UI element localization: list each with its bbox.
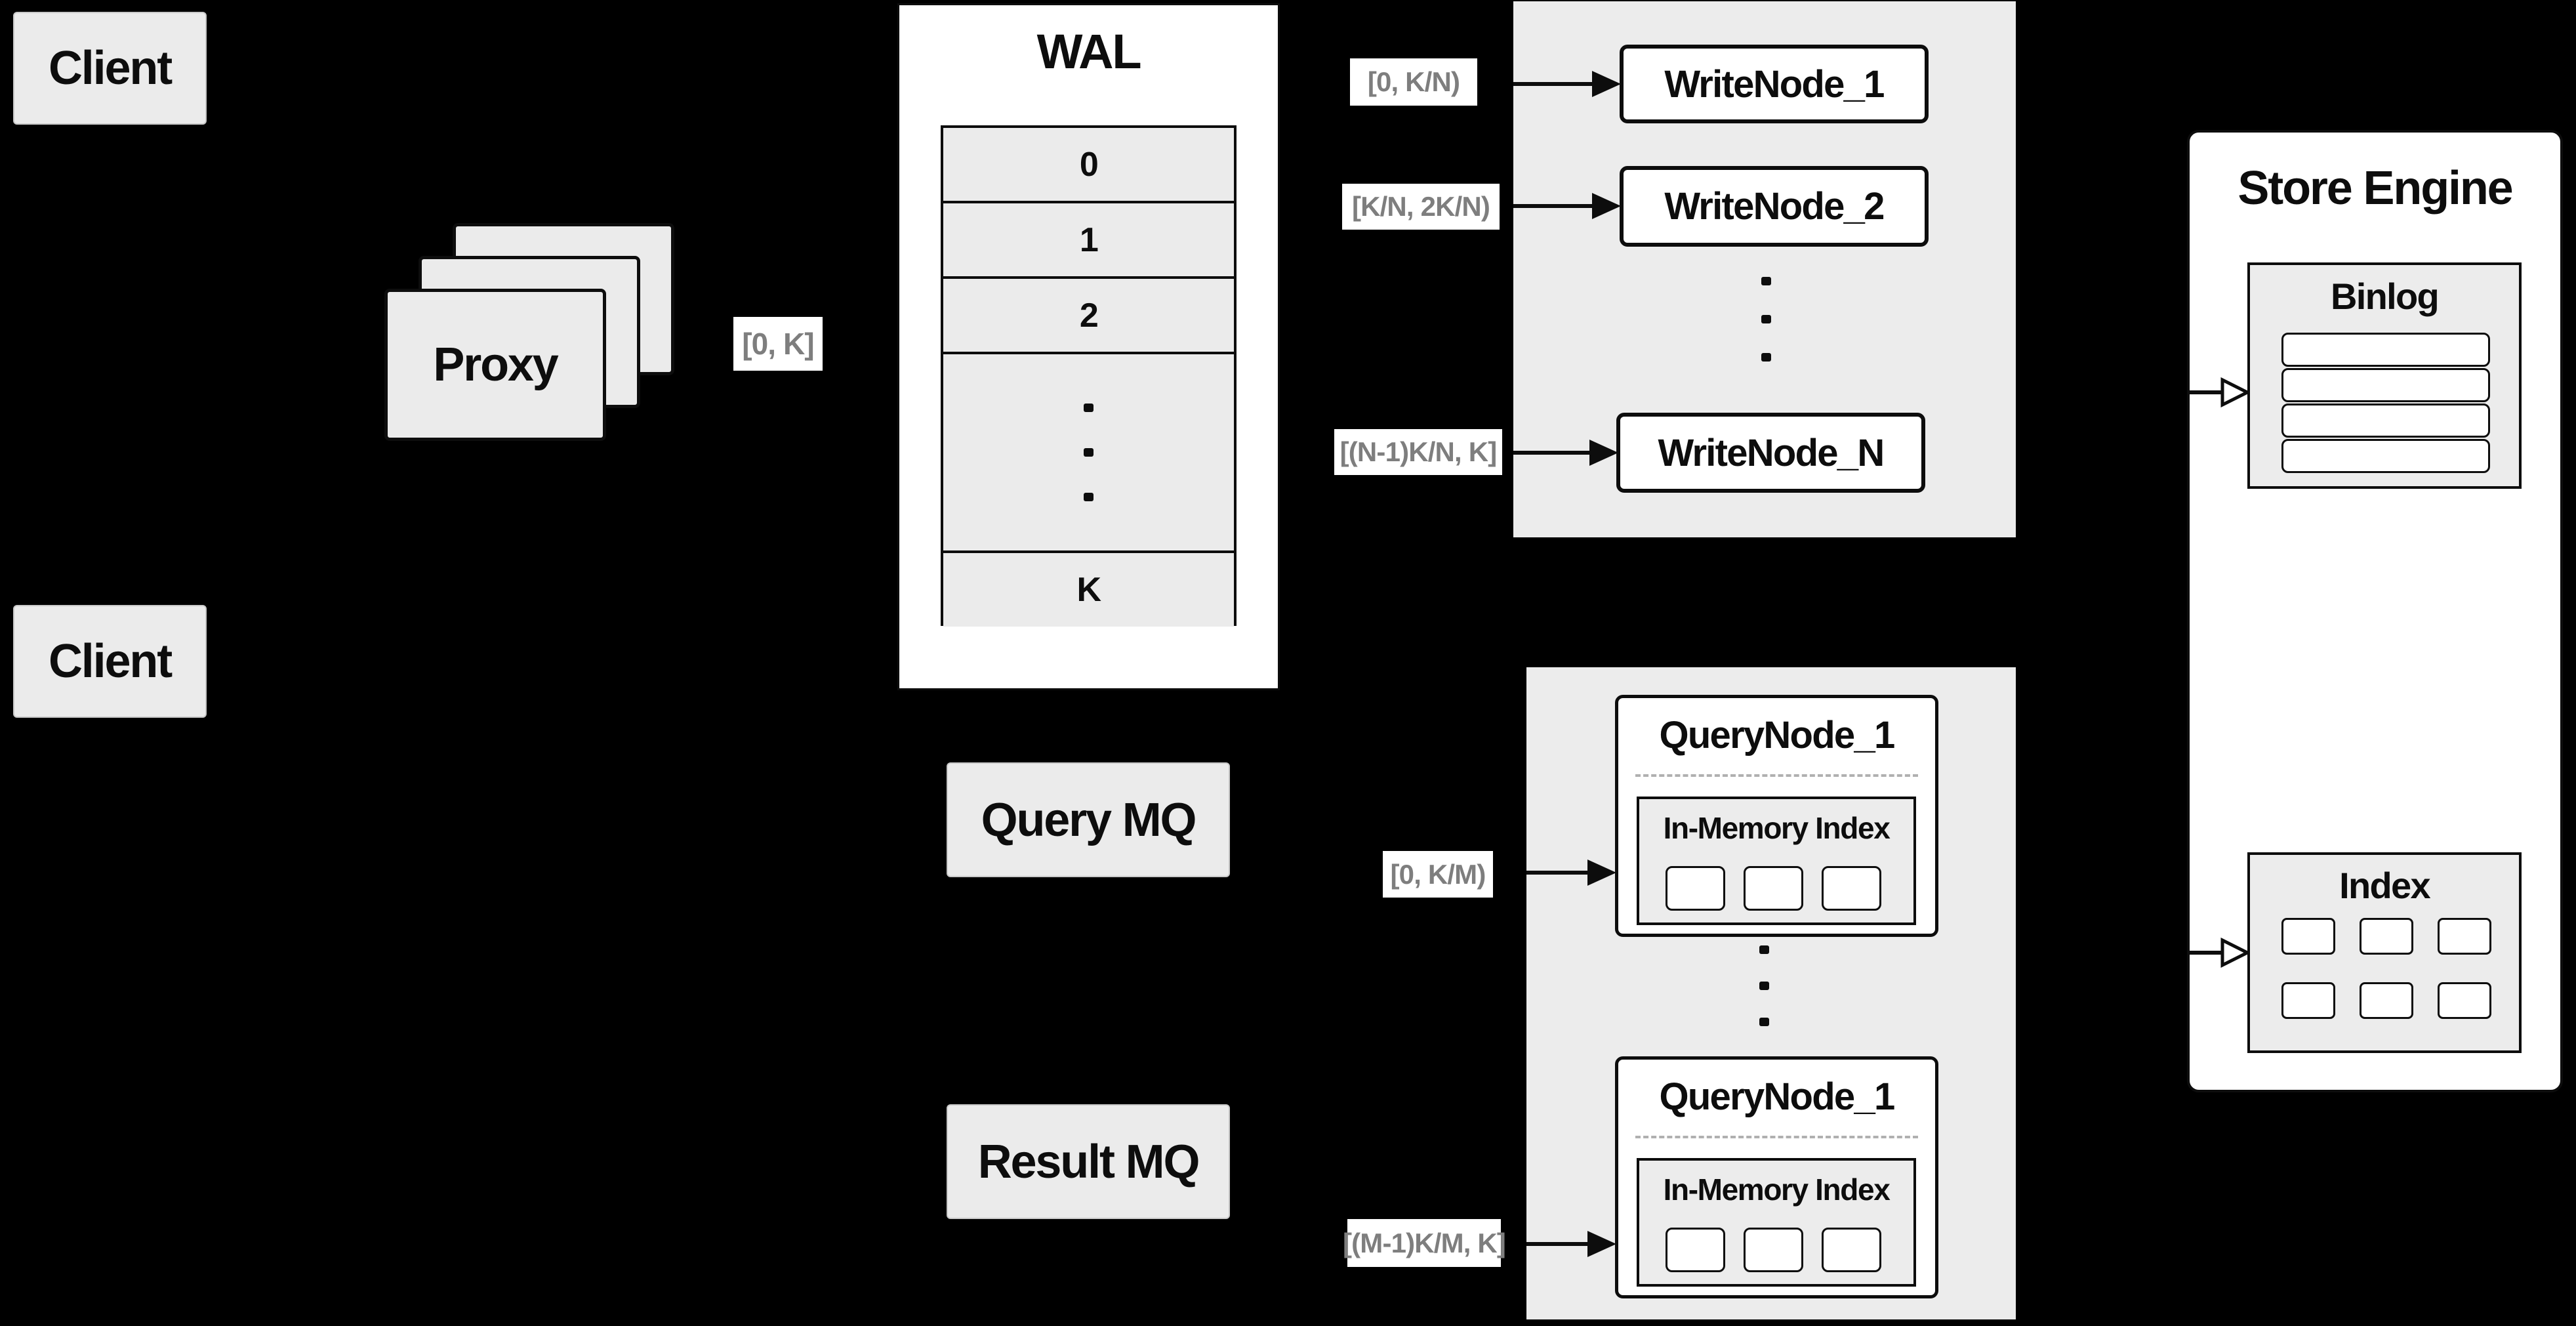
range-label-querynode-top: [0, K/M) xyxy=(1383,851,1493,898)
memory-cell xyxy=(1744,1228,1803,1272)
range-label-proxy: [0, K] xyxy=(733,317,823,371)
arrow-to-index xyxy=(2190,938,2250,968)
arrow-to-querynode-top xyxy=(1526,860,1616,886)
client-box-bottom: Client xyxy=(13,605,207,718)
wal-row-2-text: 2 xyxy=(1079,296,1099,335)
writenode-2-label: WriteNode_2 xyxy=(1664,185,1885,228)
arrow-to-binlog xyxy=(2190,377,2250,407)
range-label-querynode-bottom: [(M-1)K/M, K] xyxy=(1343,1219,1506,1267)
memory-cell xyxy=(1666,866,1725,911)
arrow-to-querynode-bottom xyxy=(1526,1231,1616,1257)
range-label-writenode-n: [(N-1)K/N, K] xyxy=(1334,429,1502,475)
store-engine-title: Store Engine xyxy=(2190,133,2560,244)
wal-ellipsis-dots xyxy=(1084,404,1094,501)
binlog-row xyxy=(2281,404,2490,438)
range-label-writenode-2-text: [K/N, 2K/N) xyxy=(1351,191,1490,222)
range-label-writenode-1: [0, K/N) xyxy=(1350,58,1477,106)
wal-row-2: 2 xyxy=(943,276,1234,352)
arrow-to-writenode-1 xyxy=(1513,71,1621,97)
writenode-n-label: WriteNode_N xyxy=(1658,431,1885,474)
memory-cell xyxy=(1666,1228,1725,1272)
in-memory-index-bottom: In-Memory Index xyxy=(1637,1158,1916,1287)
index-title: Index xyxy=(2250,855,2519,915)
querynode-bottom-box: QueryNode_1 In-Memory Index xyxy=(1615,1056,1938,1298)
range-label-querynode-bottom-text: [(M-1)K/M, K] xyxy=(1343,1227,1506,1258)
binlog-row xyxy=(2281,439,2490,473)
wal-row-k-text: K xyxy=(1076,571,1102,609)
index-cell xyxy=(2360,918,2413,955)
index-box: Index xyxy=(2247,852,2522,1053)
index-cell xyxy=(2360,982,2413,1019)
writenode-1-label: WriteNode_1 xyxy=(1664,62,1885,106)
memory-cell xyxy=(1822,866,1881,911)
index-cell xyxy=(2281,918,2335,955)
in-memory-index-bottom-title: In-Memory Index xyxy=(1639,1161,1913,1218)
in-memory-cells-top xyxy=(1666,866,1881,911)
arrow-to-writenode-2 xyxy=(1513,193,1621,219)
in-memory-index-top: In-Memory Index xyxy=(1637,797,1916,925)
query-node-group: QueryNode_1 In-Memory Index QueryNode_1 xyxy=(1526,667,2016,1319)
range-label-querynode-top-text: [0, K/M) xyxy=(1390,858,1486,890)
querynode-ellipsis-dots xyxy=(1759,945,1769,1026)
wal-table: 0 1 2 K xyxy=(941,125,1237,627)
index-title-text: Index xyxy=(2339,864,2431,906)
binlog-box: Binlog xyxy=(2247,262,2522,489)
writenode-2-box: WriteNode_2 xyxy=(1620,166,1929,247)
index-cells xyxy=(2281,918,2497,1019)
client-bottom-label: Client xyxy=(48,635,173,688)
client-box-top: Client xyxy=(13,12,207,125)
wal-row-1: 1 xyxy=(943,201,1234,276)
querynode-top-title-text: QueryNode_1 xyxy=(1659,713,1895,756)
arrow-to-writenode-n xyxy=(1513,440,1618,466)
proxy-card-front: Proxy xyxy=(384,289,606,441)
write-node-group: WriteNode_1 WriteNode_2 WriteNode_N xyxy=(1513,1,2016,537)
range-label-proxy-text: [0, K] xyxy=(742,327,814,361)
store-engine-box: Store Engine Binlog xyxy=(2187,130,2563,1092)
proxy-label: Proxy xyxy=(433,339,558,391)
result-mq-label: Result MQ xyxy=(977,1135,1200,1188)
binlog-rows xyxy=(2281,333,2490,473)
querynode-bottom-title: QueryNode_1 xyxy=(1618,1060,1935,1133)
index-cell xyxy=(2438,918,2491,955)
in-memory-index-bottom-text: In-Memory Index xyxy=(1663,1172,1891,1207)
querynode-top-title: QueryNode_1 xyxy=(1618,698,1935,772)
in-memory-cells-bottom xyxy=(1666,1228,1881,1272)
memory-cell xyxy=(1744,866,1803,911)
wal-row-0: 0 xyxy=(943,128,1234,201)
wal-row-k: K xyxy=(943,550,1234,627)
querynode-top-box: QueryNode_1 In-Memory Index xyxy=(1615,695,1938,937)
querynode-bottom-title-text: QueryNode_1 xyxy=(1659,1075,1895,1118)
index-cell xyxy=(2438,982,2491,1019)
querynode-bottom-divider xyxy=(1635,1136,1918,1138)
range-label-writenode-n-text: [(N-1)K/N, K] xyxy=(1339,436,1498,467)
in-memory-index-top-title: In-Memory Index xyxy=(1639,799,1913,857)
writenode-1-box: WriteNode_1 xyxy=(1620,45,1929,123)
range-label-writenode-2: [K/N, 2K/N) xyxy=(1342,184,1500,230)
query-mq-label: Query MQ xyxy=(981,793,1197,846)
writenode-n-box: WriteNode_N xyxy=(1616,413,1925,493)
querynode-top-divider xyxy=(1635,774,1918,777)
result-mq-box: Result MQ xyxy=(947,1104,1230,1219)
in-memory-index-top-text: In-Memory Index xyxy=(1663,811,1891,845)
wal-row-ellipsis xyxy=(943,352,1234,550)
wal-row-1-text: 1 xyxy=(1079,220,1099,259)
query-mq-box: Query MQ xyxy=(947,762,1230,877)
store-engine-title-text: Store Engine xyxy=(2238,162,2513,215)
binlog-row xyxy=(2281,333,2490,367)
binlog-row xyxy=(2281,368,2490,402)
index-cell xyxy=(2281,982,2335,1019)
range-label-writenode-1-text: [0, K/N) xyxy=(1367,66,1460,97)
client-top-label: Client xyxy=(48,42,173,94)
binlog-title: Binlog xyxy=(2250,265,2519,327)
wal-title: WAL xyxy=(899,5,1278,97)
wal-box: WAL 0 1 2 K xyxy=(897,3,1280,690)
binlog-title-text: Binlog xyxy=(2330,276,2440,317)
wal-title-text: WAL xyxy=(1036,24,1142,79)
wal-row-0-text: 0 xyxy=(1079,145,1099,184)
memory-cell xyxy=(1822,1228,1881,1272)
writenode-ellipsis-dots xyxy=(1761,277,1771,362)
